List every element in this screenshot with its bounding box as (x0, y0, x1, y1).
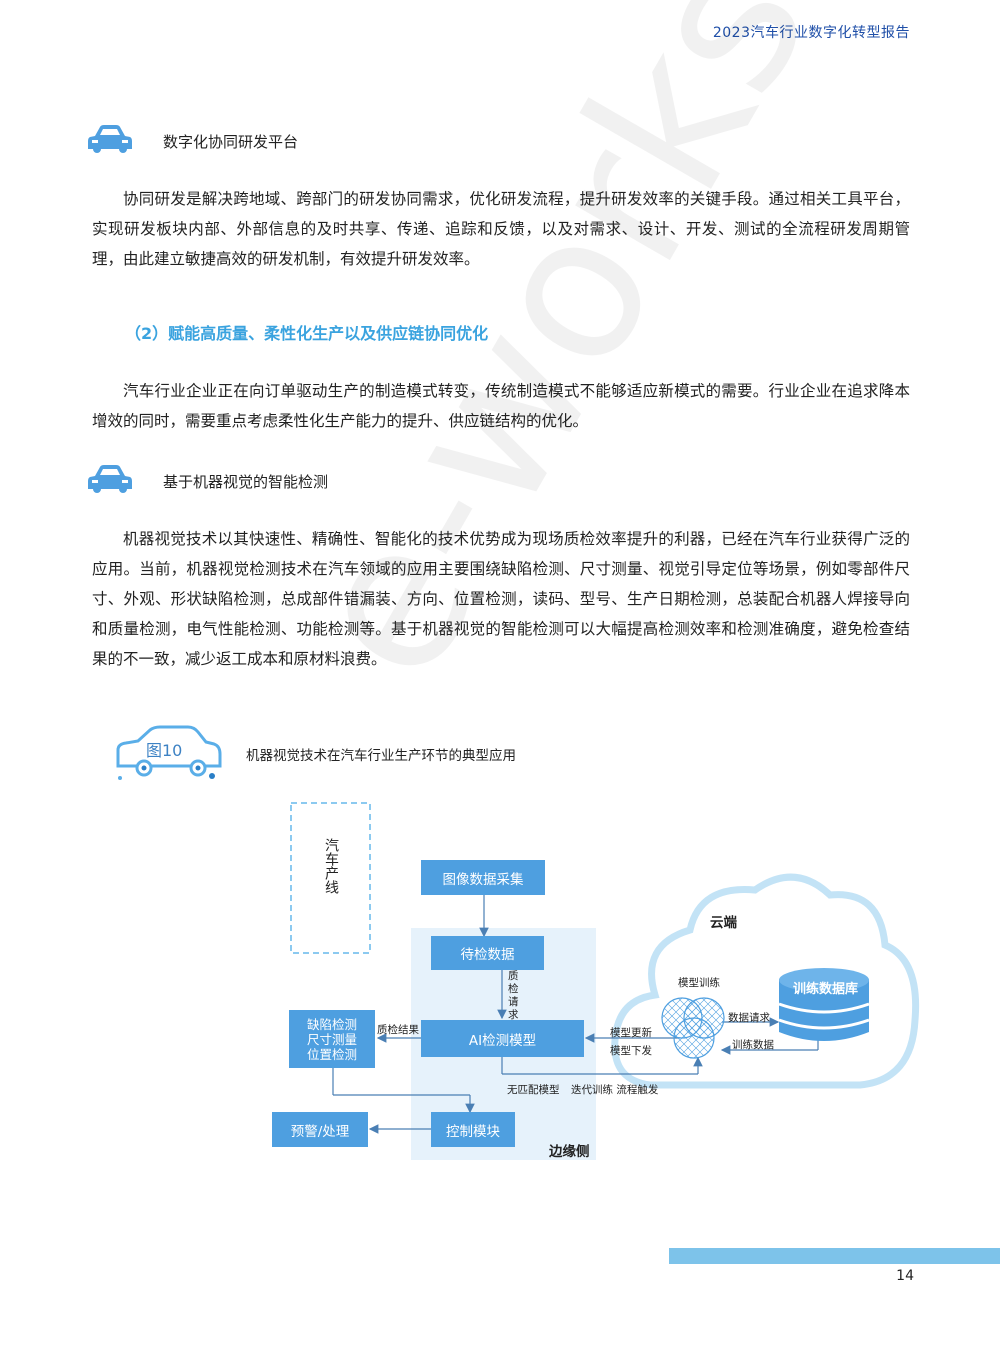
car-icon (88, 465, 132, 493)
section-title-vision: 基于机器视觉的智能检测 (163, 473, 329, 491)
figure-badge-car-icon (116, 725, 222, 780)
figure-caption: 机器视觉技术在汽车行业生产环节的典型应用 (246, 748, 516, 764)
car-icon (88, 125, 132, 153)
pending-data-box: 待检数据 (431, 936, 544, 970)
header-title: 2023汽车行业数字化转型报告 (712, 25, 910, 41)
data-request-label: 数据请求 (728, 1012, 770, 1024)
training-circle (683, 997, 725, 1039)
model-training-label: 模型训练 (678, 977, 720, 989)
alert-box: 预警/处理 (272, 1112, 368, 1147)
detection-size: 尺寸测量 (306, 1031, 357, 1047)
training-circle (673, 1017, 715, 1059)
training-data-label: 训练数据 (732, 1039, 774, 1051)
subheading: （2）赋能高质量、柔性化生产以及供应链协同优化 (125, 324, 489, 343)
qc-request-label: 质检请求 (508, 970, 519, 1021)
page-number: 14 (896, 1268, 914, 1284)
section-title-collab: 数字化协同研发平台 (163, 133, 299, 151)
production-line-label: 汽车产线 (323, 838, 339, 894)
detection-defect: 缺陷检测 (306, 1016, 357, 1032)
database-icon (778, 968, 870, 1041)
no-match-label: 无匹配模型 (507, 1084, 560, 1096)
training-circle (661, 997, 703, 1039)
figure-badge-label: 图10 (146, 741, 183, 760)
detection-position: 位置检测 (306, 1046, 357, 1062)
cloud-shape (611, 873, 920, 1089)
iterative-training-label: 迭代训练 流程触发 (571, 1084, 659, 1096)
model-update-label: 模型更新 (610, 1027, 652, 1039)
qc-result-label: 质检结果 (377, 1024, 419, 1036)
control-module-box: 控制模块 (431, 1112, 515, 1147)
image-capture-box: 图像数据采集 (421, 860, 545, 895)
training-db-label: 训练数据库 (793, 982, 859, 997)
edge-side-label: 边缘侧 (549, 1144, 590, 1160)
paragraph-collab: 协同研发是解决跨地域、跨部门的研发协同需求，优化研发流程，提升研发效率的关键手段… (92, 190, 910, 268)
paragraph-subheading: 汽车行业企业正在向订单驱动生产的制造模式转变，传统制造模式不能够适应新模式的需要… (92, 382, 910, 430)
production-line-box (290, 802, 371, 954)
ai-model-box: AI检测模型 (421, 1020, 584, 1057)
paragraph-vision: 机器视觉技术以其快速性、精确性、智能化的技术优势成为现场质检效率提升的利器，已经… (92, 530, 910, 668)
cloud-label: 云端 (710, 915, 737, 931)
detections-box: 缺陷检测 尺寸测量 位置检测 (289, 1010, 375, 1068)
footer-bar (669, 1248, 1000, 1264)
edge-side-area (411, 928, 596, 1160)
model-deploy-label: 模型下发 (610, 1045, 652, 1057)
